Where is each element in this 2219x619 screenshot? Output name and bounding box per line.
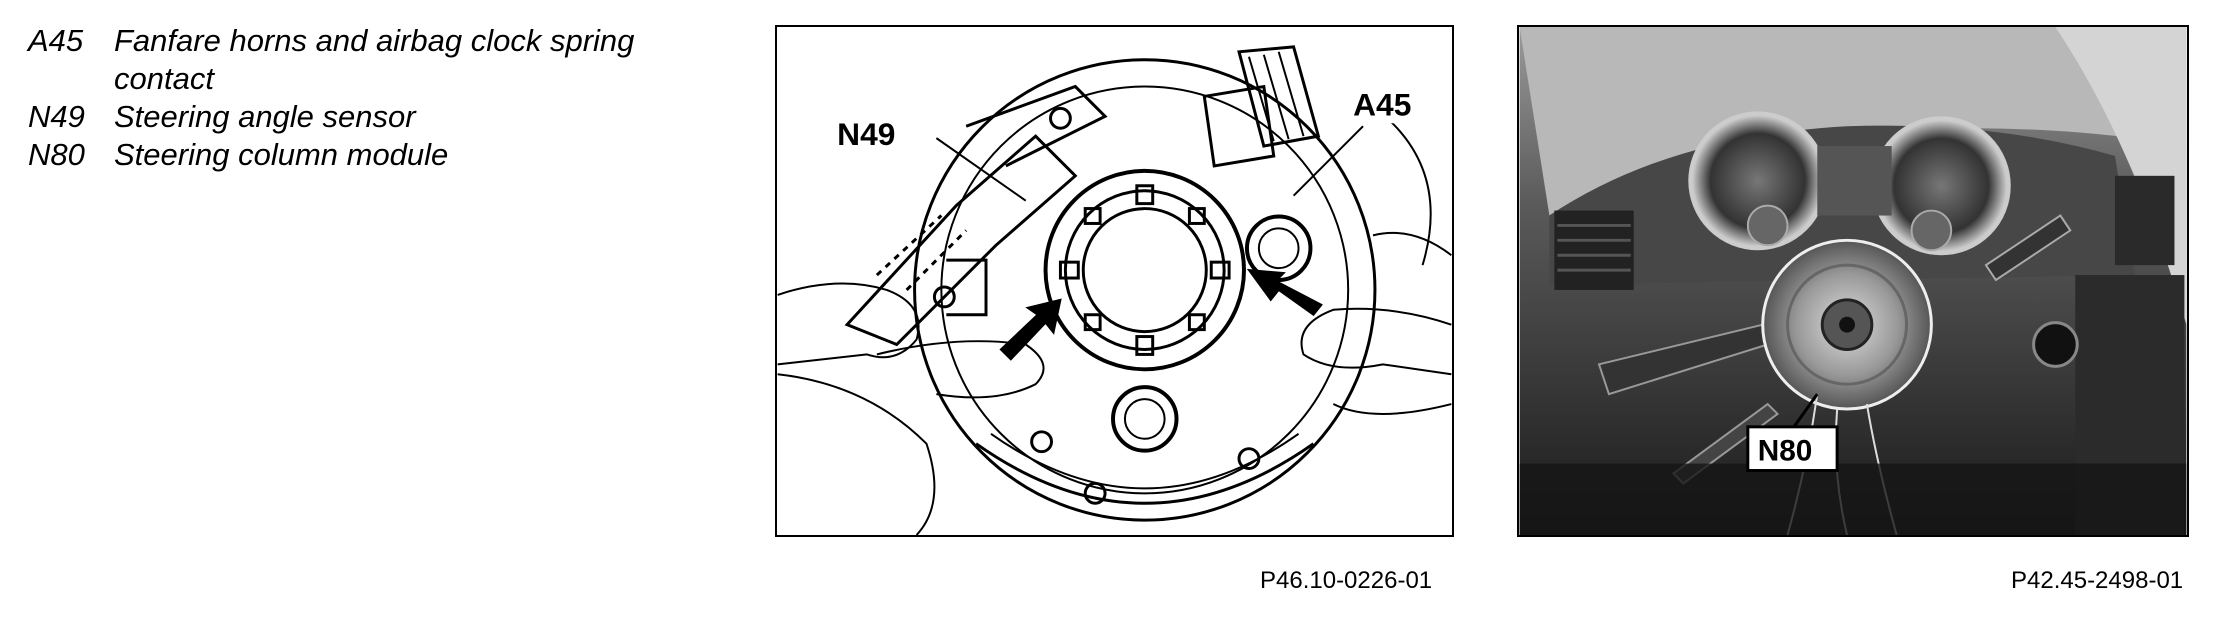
clock-spring-drawing: N49 A45	[775, 25, 1454, 537]
figure1-caption: P46.10-0226-01	[1260, 567, 1433, 594]
legend: A45 Fanfare horns and airbag clock sprin…	[28, 22, 728, 174]
n49-callout: N49	[837, 116, 895, 152]
legend-item-a45: A45 Fanfare horns and airbag clock sprin…	[28, 22, 728, 98]
steering-column-photo: N80	[1519, 27, 2187, 535]
dashboard-photo: N80	[1517, 25, 2189, 537]
legend-text: Steering angle sensor	[114, 99, 416, 134]
legend-code: A45	[28, 23, 84, 58]
legend-text: Steering column module	[114, 137, 449, 172]
legend-code: N80	[28, 137, 85, 172]
legend-item-n49: N49 Steering angle sensor	[28, 98, 728, 136]
legend-item-n80: N80 Steering column module	[28, 136, 728, 174]
n80-callout: N80	[1758, 435, 1813, 468]
a45-callout: A45	[1353, 86, 1411, 122]
legend-code: N49	[28, 99, 85, 134]
clock-spring-illustration: N49 A45	[777, 45, 1452, 535]
figure2-caption: P42.45-2498-01	[2011, 567, 2184, 594]
legend-text: Fanfare horns and airbag clock spring co…	[114, 23, 635, 96]
